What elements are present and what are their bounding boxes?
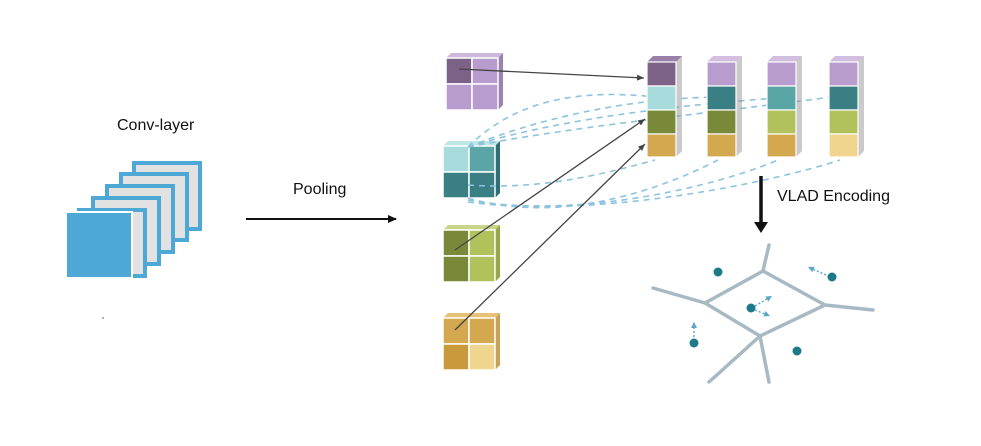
pooled-block-purple [445,53,503,111]
pooled-blocks [442,53,503,371]
residual-arrows [691,266,827,337]
descriptor-columns [646,56,864,158]
voronoi-centroids [689,267,837,356]
voronoi-cells [651,243,875,384]
conv-layer-label: Conv-layer [117,117,195,134]
centroid-point [689,338,699,348]
centroid-point [827,272,837,282]
feature-map-front [65,211,133,279]
descriptor-column [766,56,802,158]
conv-layer-feature-maps [65,161,202,279]
centroid-point [792,346,802,356]
centroid-point [746,303,756,313]
descriptor-column [828,56,864,158]
centroid-point [713,267,723,277]
descriptor-column [646,56,682,158]
pooled-block-olive [442,225,500,283]
stray-dot [102,317,104,319]
pooling-label: Pooling [293,181,347,198]
vlad-encoding-label: VLAD Encoding [777,188,890,205]
descriptor-column [706,56,742,158]
vlad-arrow-head [754,222,768,233]
dashed-assignment-links [467,93,841,209]
pooled-block-gold [442,313,500,371]
pooled-block-teal [442,141,500,199]
feature-assignment-arrows [454,68,646,331]
